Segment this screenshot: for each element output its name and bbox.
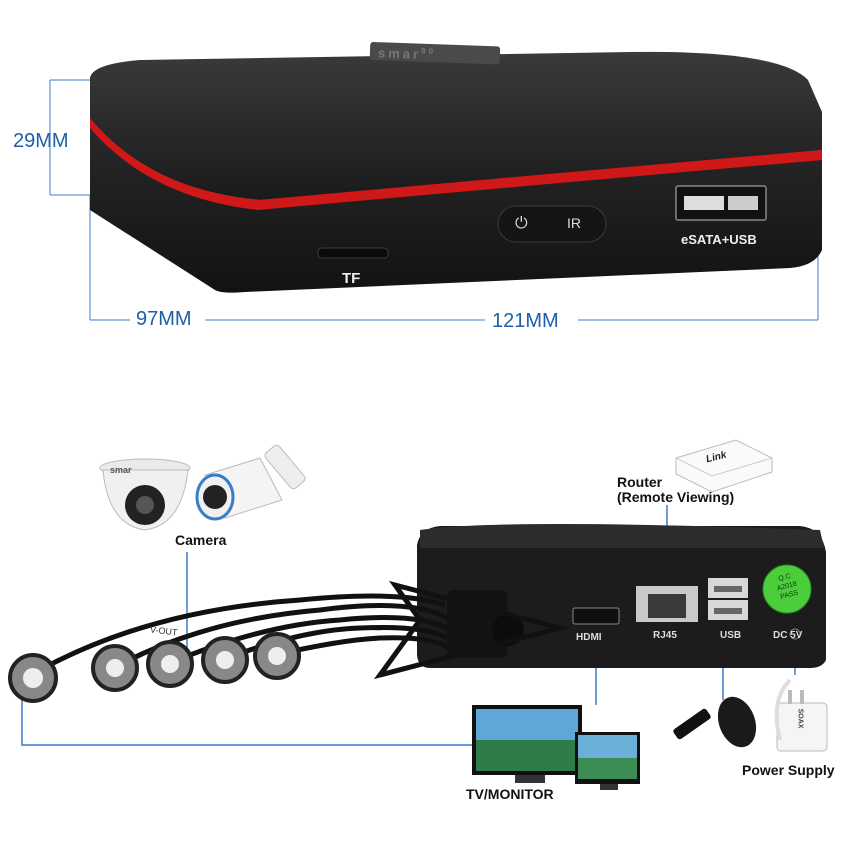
nvr-device-drawing xyxy=(49,42,822,321)
tf-slot-label: TF xyxy=(342,270,361,287)
bnc-connectors xyxy=(8,632,301,703)
ir-label: IR xyxy=(567,215,581,231)
router-label-line1: Router xyxy=(617,474,663,490)
power-supply-label: Power Supply xyxy=(742,762,835,778)
depth-dimension: 97MM xyxy=(136,308,192,330)
rj45-port-label: RJ45 xyxy=(653,630,677,641)
camera-label: Camera xyxy=(175,532,227,548)
camera-brand: smar xyxy=(110,465,132,475)
esata-usb-label: eSATA+USB xyxy=(681,232,757,247)
width-dimension: 121MM xyxy=(492,310,559,332)
usb-port-label: USB xyxy=(720,630,742,641)
power-icon[interactable]: ⏻ xyxy=(515,215,528,232)
router-label-line2: (Remote Viewing) xyxy=(617,489,735,505)
adapter-brand: SOAX xyxy=(796,708,804,729)
dc-port-label: DC 5V xyxy=(773,630,803,641)
hdmi-port-label: HDMI xyxy=(576,632,602,643)
height-dimension: 29MM xyxy=(13,130,69,152)
tv-monitor-label: TV/MONITOR xyxy=(466,786,554,802)
